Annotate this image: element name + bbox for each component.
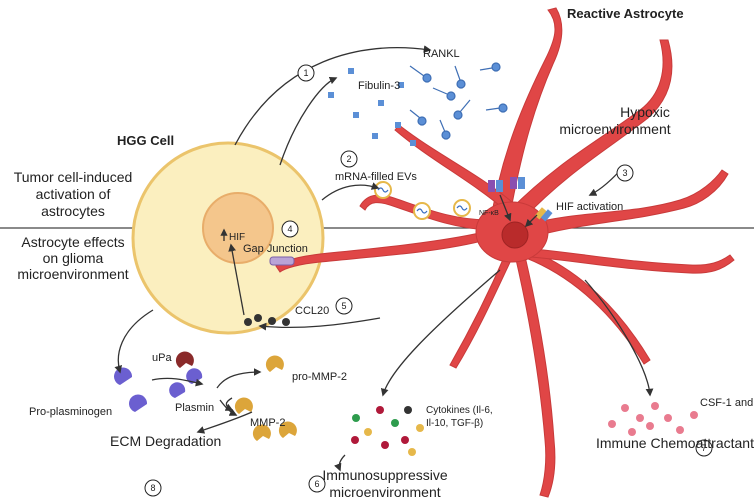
svg-text:astrocytes: astrocytes bbox=[41, 203, 105, 219]
hgg-cell bbox=[131, 141, 325, 335]
svg-text:7: 7 bbox=[701, 443, 706, 453]
pro-plasminogen-label: Pro-plasminogen bbox=[29, 406, 112, 418]
svg-text:8: 8 bbox=[150, 483, 155, 493]
fibulin-molecules bbox=[328, 68, 416, 146]
svg-text:microenvironment: microenvironment bbox=[329, 484, 440, 500]
arrows bbox=[114, 45, 654, 472]
step-marker-3: 3 bbox=[616, 164, 634, 182]
hgg-cell-title: HGG Cell bbox=[117, 133, 174, 148]
plasmin-label: Plasmin bbox=[175, 402, 214, 414]
upa-label: uPa bbox=[152, 352, 172, 364]
gap-junction-label: Gap Junction bbox=[243, 243, 308, 255]
svg-text:microenvironment: microenvironment bbox=[559, 121, 670, 137]
svg-text:microenvironment: microenvironment bbox=[17, 266, 128, 282]
svg-text:Hypoxic: Hypoxic bbox=[620, 104, 670, 120]
hif-label: HIF bbox=[229, 232, 245, 243]
pro-mmp2-label: pro-MMP-2 bbox=[292, 371, 347, 383]
reactive-astrocyte-title: Reactive Astrocyte bbox=[567, 6, 684, 21]
cytokine-dots bbox=[351, 406, 424, 456]
mmp2-label: MMP-2 bbox=[250, 417, 285, 429]
ccl20-label: CCL20 bbox=[295, 305, 329, 317]
astro-effects-heading: Astrocyte effects on glioma microenviron… bbox=[17, 234, 128, 282]
svg-text:6: 6 bbox=[314, 479, 319, 489]
svg-text:Astrocyte effects: Astrocyte effects bbox=[21, 234, 124, 250]
hgg-nucleus bbox=[202, 192, 274, 264]
svg-text:Il-10, TGF-β): Il-10, TGF-β) bbox=[426, 418, 483, 429]
csf-label: CSF-1 and CCL-2 bbox=[700, 397, 754, 409]
step-marker-1: 1 bbox=[297, 64, 315, 82]
svg-text:Cytokines (Il-6,: Cytokines (Il-6, bbox=[426, 405, 493, 416]
surface-receptors bbox=[488, 177, 553, 222]
step-markers: 1 2 3 4 5 6 7 8 bbox=[144, 64, 713, 497]
svg-text:on glioma: on glioma bbox=[43, 250, 104, 266]
upa-molecule bbox=[175, 351, 194, 368]
svg-text:Immunosuppressive: Immunosuppressive bbox=[322, 467, 447, 483]
step-marker-8: 8 bbox=[144, 479, 162, 497]
chemoattractant-dots bbox=[608, 402, 698, 436]
immune-chemo-label: Immune Chemoattractants bbox=[596, 435, 754, 451]
astrocyte-nucleus bbox=[501, 221, 529, 249]
mmp2-molecules bbox=[234, 355, 297, 441]
rankl-molecules bbox=[409, 62, 508, 140]
svg-text:2: 2 bbox=[346, 154, 351, 164]
nfkb-label: NF-κB bbox=[479, 210, 499, 217]
gap-junction-channel bbox=[269, 256, 295, 266]
step-marker-6: 6 bbox=[308, 475, 326, 493]
fibulin-label: Fibulin-3 bbox=[358, 80, 400, 92]
svg-text:1: 1 bbox=[303, 68, 308, 78]
step-marker-4: 4 bbox=[281, 220, 299, 238]
svg-text:Tumor cell-induced: Tumor cell-induced bbox=[14, 169, 133, 185]
ccl20-molecules bbox=[244, 314, 290, 326]
hif-activation-label: HIF activation bbox=[556, 201, 623, 213]
ecm-degradation-label: ECM Degradation bbox=[110, 433, 221, 449]
step-marker-2: 2 bbox=[340, 150, 358, 168]
cytokines-label: Cytokines (Il-6, Il-10, TGF-β) bbox=[426, 405, 493, 429]
svg-text:activation of: activation of bbox=[36, 186, 111, 202]
svg-text:3: 3 bbox=[622, 168, 627, 178]
hypoxic-label: Hypoxic microenvironment bbox=[559, 104, 670, 137]
step-marker-5: 5 bbox=[335, 297, 353, 315]
rankl-label: RANKL bbox=[423, 48, 460, 60]
immunosuppressive-label: Immunosuppressive microenvironment bbox=[322, 467, 447, 500]
step-marker-7: 7 bbox=[695, 439, 713, 457]
reactive-astrocyte bbox=[275, 7, 735, 498]
mrna-evs-label: mRNA-filled EVs bbox=[335, 171, 417, 183]
tumor-activation-heading: Tumor cell-induced activation of astrocy… bbox=[14, 169, 133, 219]
svg-text:4: 4 bbox=[287, 224, 292, 234]
svg-text:5: 5 bbox=[341, 301, 346, 311]
